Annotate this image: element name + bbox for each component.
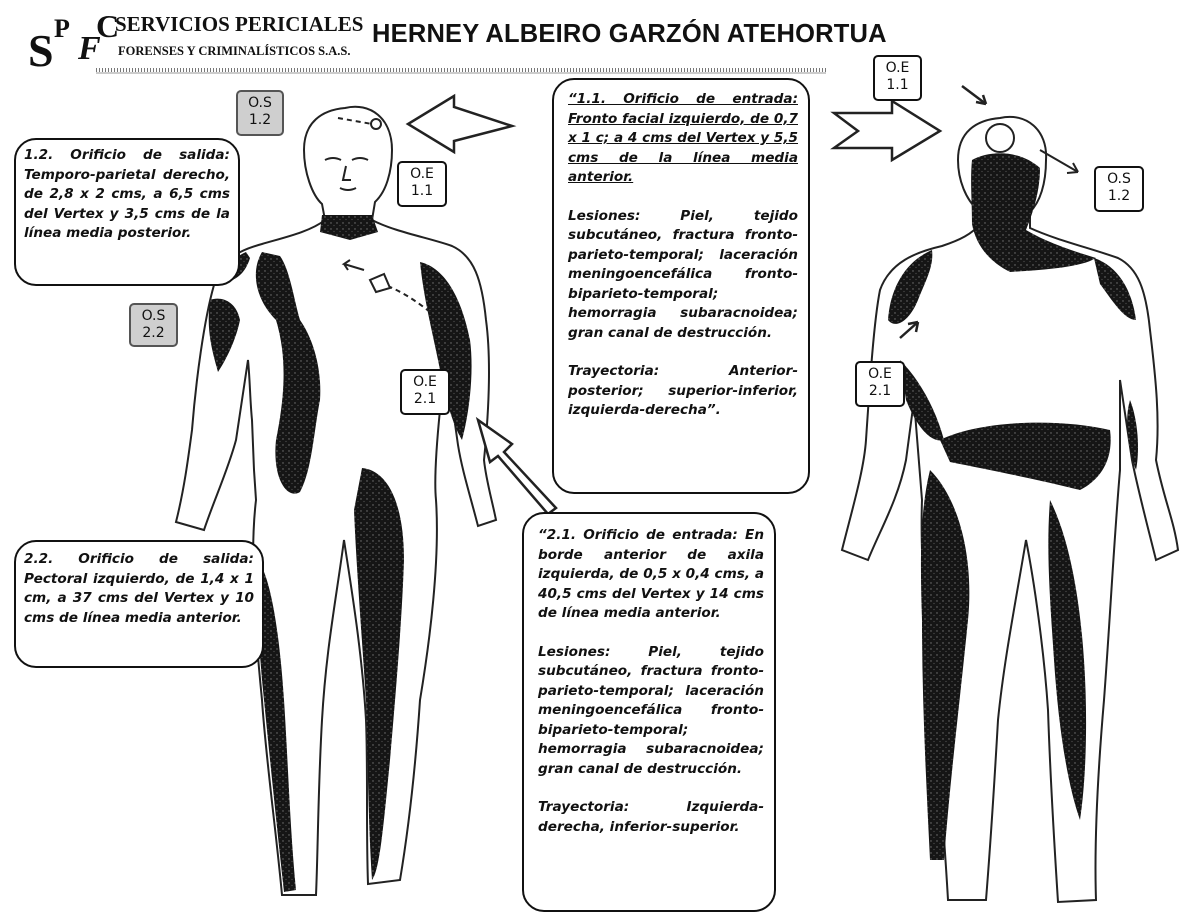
label-os-2-2-front: O.S2.2 [129, 303, 178, 347]
page-title: HERNEY ALBEIRO GARZÓN ATEHORTUA [372, 20, 887, 49]
note-entry-2-1-lesions: Lesiones: Piel, tejido subcutáneo, fract… [538, 643, 764, 780]
label-oe-1-1-front: O.E1.1 [397, 161, 447, 207]
note-entry-1-1: “1.1. Orificio de entrada: Fronto facial… [552, 78, 810, 494]
note-entry-1-1-lead: “1.1. Orificio de entrada: Fronto facial… [568, 90, 798, 188]
label-os-1-2-front: O.S1.2 [236, 90, 284, 136]
logo-letter-p: P [54, 14, 70, 44]
label-os-1-2-back: O.S1.2 [1094, 166, 1144, 212]
note-entry-2-1: “2.1. Orificio de entrada: En borde ante… [522, 512, 776, 912]
label-oe-1-1-back: O.E1.1 [873, 55, 922, 101]
note-exit-1-2: 1.2. Orificio de salida: Temporo-parieta… [14, 138, 240, 286]
label-oe-2-1-front: O.E2.1 [400, 369, 450, 415]
logo-company-name: SERVICIOS PERICIALES [115, 12, 363, 37]
logo-ruler [96, 70, 826, 73]
logo-company-subtitle: FORENSES Y CRIMINALÍSTICOS S.A.S. [118, 44, 350, 59]
arrow-right [834, 101, 940, 160]
logo-letter-s: S [28, 24, 54, 77]
note-entry-2-1-lead: “2.1. Orificio de entrada: En borde ante… [538, 526, 764, 624]
label-oe-2-1-back: O.E2.1 [855, 361, 905, 407]
note-entry-1-1-trajectory: Trayectoria: Anterior-posterior; superio… [568, 362, 798, 421]
note-entry-1-1-lesions: Lesiones: Piel, tejido subcutáneo, fract… [568, 207, 798, 344]
arrow-left [408, 96, 512, 152]
note-exit-2-2: 2.2. Orificio de salida: Pectoral izquie… [14, 540, 264, 668]
note-entry-2-1-trajectory: Trayectoria: Izquierda-derecha, inferior… [538, 798, 764, 837]
